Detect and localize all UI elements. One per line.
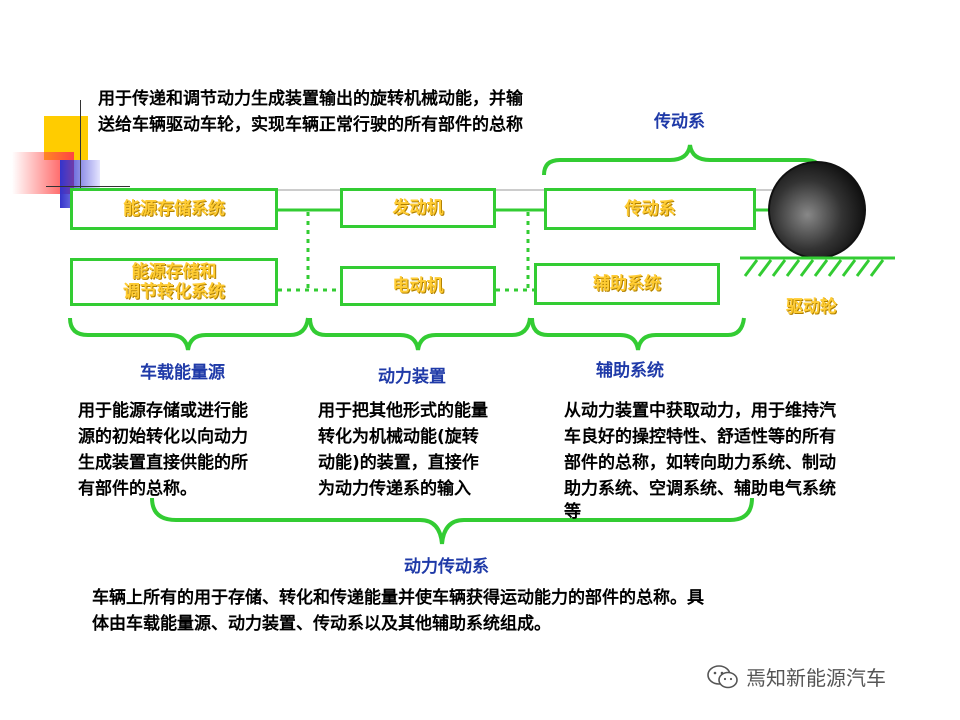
auxiliary-description: 从动力装置中获取动力，用于维持汽 车良好的操控特性、舒适性等的所有 部件的总称，… xyxy=(564,401,836,522)
auxiliary-box-label: 辅助系统 xyxy=(593,274,661,294)
motor-box: 电动机 xyxy=(340,266,496,306)
energy-storage-label: 能源存储系统 xyxy=(123,199,225,219)
energy-storage-box: 能源存储系统 xyxy=(70,188,278,230)
horizontal-line xyxy=(46,186,130,187)
transmission-box: 传动系 xyxy=(544,188,756,230)
energy-convert-label-line2: 调节转化系统 xyxy=(123,282,225,302)
vertical-line xyxy=(80,100,81,220)
engine-box: 发动机 xyxy=(340,188,496,228)
energy-convert-box: 能源存储和 调节转化系统 xyxy=(70,258,278,306)
auxiliary-label: 辅助系统 xyxy=(596,361,664,381)
auxiliary-box: 辅助系统 xyxy=(534,263,720,305)
watermark-text: 焉知新能源汽车 xyxy=(746,666,886,690)
energy-convert-label-line1: 能源存储和 xyxy=(131,262,217,282)
powertrain-description: 车辆上所有的用于存储、转化和传递能量并使车辆获得运动能力的部件的总称。具 体由车… xyxy=(92,588,704,634)
drive-wheel-label: 驱动轮 xyxy=(786,297,837,317)
corner-decoration xyxy=(0,100,130,220)
transmission-box-label: 传动系 xyxy=(624,199,676,219)
engine-label: 发动机 xyxy=(392,198,444,218)
powertrain-label: 动力传动系 xyxy=(404,557,489,577)
motor-label: 电动机 xyxy=(392,276,444,296)
wechat-icon xyxy=(707,664,738,688)
onboard-energy-label: 车载能量源 xyxy=(140,363,225,383)
power-device-description: 用于把其他形式的能量 转化为机械动能(旋转 动能)的装置，直接作 为动力传递系的… xyxy=(318,401,488,499)
watermark: 焉知新能源汽车 xyxy=(706,662,886,691)
transmission-label: 传动系 xyxy=(654,112,705,132)
power-device-label: 动力装置 xyxy=(378,367,446,387)
onboard-energy-description: 用于能源存储或进行能 源的初始转化以向动力 生成装置直接供能的所 有部件的总称。 xyxy=(78,401,248,499)
transmission-description: 用于传递和调节动力生成装置输出的旋转机械动能，并输 送给车辆驱动车轮，实现车辆正… xyxy=(98,89,523,135)
